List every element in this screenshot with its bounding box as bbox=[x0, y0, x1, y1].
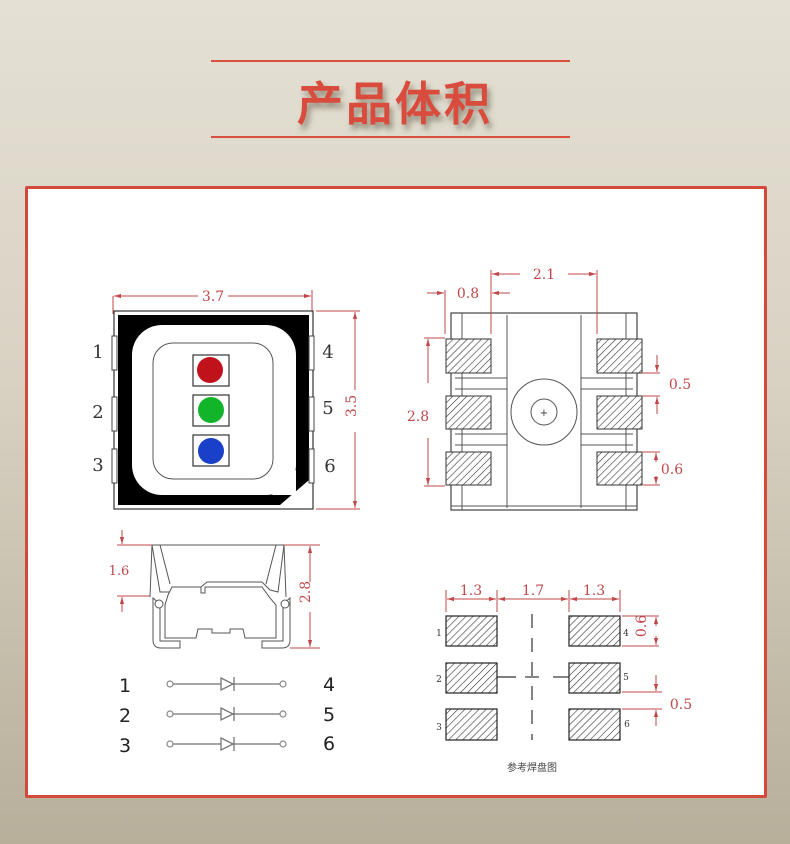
fp-pin-6: 6 bbox=[624, 720, 630, 730]
circuit-diagram: 1 4 2 5 3 6 bbox=[119, 674, 335, 757]
anode-3: 3 bbox=[119, 735, 131, 757]
diode-icon bbox=[220, 676, 235, 692]
center-mark-icon: + bbox=[540, 408, 548, 419]
fp-pad-width-right-label: 1.3 bbox=[583, 583, 605, 599]
cathode-4: 4 bbox=[323, 674, 335, 696]
total-height-label: 2.8 bbox=[298, 581, 314, 603]
fp-pad-gap-label: 0.5 bbox=[670, 697, 692, 713]
pad-width-label: 0.8 bbox=[457, 286, 479, 302]
lens-height-label: 1.6 bbox=[109, 564, 130, 579]
fp-center-gap-label: 1.7 bbox=[522, 583, 544, 599]
fp-pad-width-label: 1.3 bbox=[460, 583, 482, 599]
top-view: 3.7 3.5 1 2 3 4 5 6 bbox=[92, 289, 360, 510]
footprint-diagram: 1.3 1.7 1.3 1 2 3 4 5 6 0.6 0.5 bbox=[436, 583, 692, 774]
top-height-label: 3.5 bbox=[344, 395, 360, 417]
fp-pad-height-label: 0.6 bbox=[634, 615, 650, 637]
title-line-top bbox=[211, 60, 570, 62]
fp-pin-1: 1 bbox=[436, 629, 442, 639]
title-line-bottom bbox=[211, 136, 570, 138]
fp-pin-3: 3 bbox=[436, 723, 442, 733]
circuit-row-3: 3 6 bbox=[119, 733, 335, 757]
page-title: 产品体积 bbox=[297, 77, 493, 131]
side-view: 1.6 2.8 bbox=[109, 530, 320, 649]
top-pin-6: 6 bbox=[324, 456, 335, 477]
bottom-view: + 2.1 0.8 2.8 0.5 0.6 bbox=[407, 267, 691, 511]
pad-height-label: 0.6 bbox=[661, 462, 683, 478]
cathode-5: 5 bbox=[323, 704, 335, 726]
diode-icon bbox=[220, 706, 235, 722]
footprint-caption: 参考焊盘图 bbox=[507, 761, 557, 774]
anode-1: 1 bbox=[119, 675, 131, 697]
fp-pin-4: 4 bbox=[623, 629, 629, 639]
red-led-icon bbox=[197, 357, 223, 383]
top-pin-2: 2 bbox=[92, 402, 103, 423]
top-pin-5: 5 bbox=[322, 398, 333, 419]
blue-led-icon bbox=[198, 438, 224, 464]
diode-icon bbox=[220, 736, 235, 752]
green-led-icon bbox=[198, 397, 224, 423]
top-pin-4: 4 bbox=[322, 342, 333, 363]
circuit-row-2: 2 5 bbox=[119, 704, 335, 727]
pad-span-label: 2.8 bbox=[407, 409, 429, 425]
pitch-label: 2.1 bbox=[533, 267, 555, 283]
cathode-6: 6 bbox=[323, 733, 335, 755]
top-pin-1: 1 bbox=[92, 342, 103, 363]
fp-pin-2: 2 bbox=[436, 675, 442, 685]
gap-label: 0.5 bbox=[669, 377, 691, 393]
top-width-label: 3.7 bbox=[202, 289, 224, 305]
fp-pin-5: 5 bbox=[623, 673, 629, 683]
top-pin-3: 3 bbox=[92, 455, 103, 476]
anode-2: 2 bbox=[119, 705, 131, 727]
circuit-row-1: 1 4 bbox=[119, 674, 335, 697]
